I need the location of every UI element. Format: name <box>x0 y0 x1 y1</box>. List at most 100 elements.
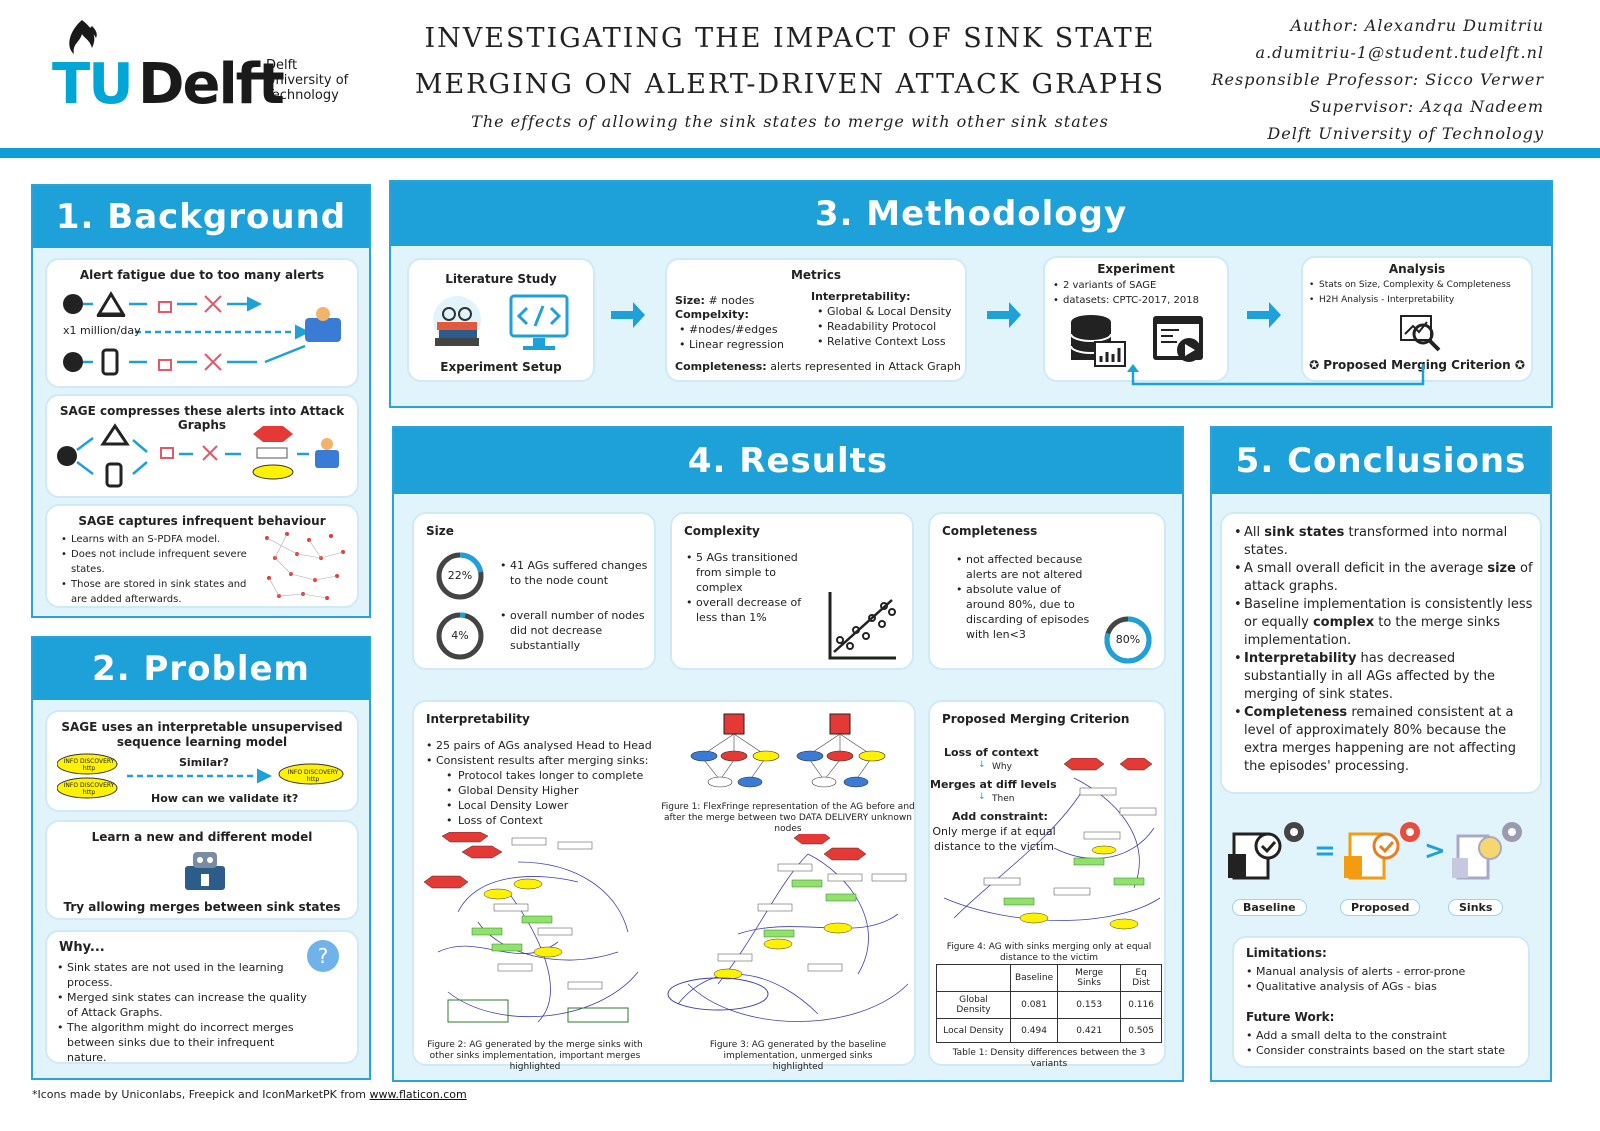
why-item: The algorithm might do incorrect merges … <box>57 1020 307 1065</box>
section-problem: 2. Problem SAGE uses an interpretable un… <box>31 636 371 1080</box>
future-work-title: Future Work: <box>1246 1010 1335 1024</box>
supervisor: Supervisor: Azqa Nadeem <box>1309 97 1544 116</box>
why-card: Why... ? Sink states are not used in the… <box>45 930 359 1064</box>
figure-4-graph <box>943 758 1161 930</box>
interpretability-sublist: Protocol takes longer to complete Global… <box>446 768 696 828</box>
why-label: Why <box>992 762 1012 772</box>
validate-label: How can we validate it? <box>151 792 299 805</box>
interpretability-title: Interpretability <box>426 712 530 726</box>
donut-completeness: 80% <box>1102 614 1154 666</box>
table-row: Global Density 0.081 0.153 0.116 <box>936 991 1162 1019</box>
analyst-icon <box>305 318 341 342</box>
limitation-item: Qualitative analysis of AGs - bias <box>1234 979 1465 994</box>
density-table: Baseline Merge Sinks Eq Dist Global Dens… <box>936 964 1162 1043</box>
interpretability-subitem: Loss of Context <box>446 813 696 828</box>
donut-ring <box>436 552 484 600</box>
complexity-card: Complexity 5 AGs transitioned from simpl… <box>670 512 914 670</box>
conclusions-body: All sink states transformed into normal … <box>1212 494 1550 1080</box>
add-constraint: Add constraint: <box>952 810 1048 823</box>
footer-credits: *Icons made by Uniconlabs, Freepick and … <box>32 1088 467 1101</box>
author-name: Author: Alexandru Dumitriu <box>1290 16 1544 35</box>
node-label: INFO DISCOVERY http <box>63 758 115 772</box>
question-icon: ? <box>307 940 339 972</box>
arrow-right-icon <box>1247 302 1281 328</box>
conclusions-title: 5. Conclusions <box>1212 428 1550 494</box>
phone-icon <box>101 348 119 376</box>
analysis-title: Analysis <box>1388 262 1446 276</box>
conclusion-item: All sink states transformed into normal … <box>1234 524 1536 560</box>
complexity-title: Complexity <box>684 524 760 538</box>
baseline-label: Baseline <box>1232 896 1307 916</box>
figure-1-caption: Figure 1: FlexFringe representation of t… <box>661 802 915 834</box>
conclusion-item: Baseline implementation is consistently … <box>1234 596 1536 650</box>
literature-title: Literature Study <box>445 272 557 286</box>
analysis-item: Stats on Size, Complexity & Completeness <box>1309 278 1533 293</box>
section-methodology: 3. Methodology Literature Study Experime… <box>389 180 1553 408</box>
alert-fatigue-card: Alert fatigue due to too many alerts <box>45 258 359 388</box>
size-label: Size: <box>675 294 705 307</box>
target-icon <box>204 295 222 313</box>
metric-completeness: Completeness: alerts represented in Atta… <box>675 360 961 373</box>
metrics-card: Metrics Size: # nodes Compelxity: #nodes… <box>665 258 967 382</box>
constraint-text: Only merge if at equal distance to the v… <box>932 825 1056 853</box>
conclusion-post: of attack graphs. <box>1244 561 1533 594</box>
experiment-title: Experiment <box>1097 262 1175 276</box>
new-model-footer: Try allowing merges between sink states <box>63 900 341 914</box>
completeness-label: Completeness: <box>675 360 767 373</box>
sage-compress-card: SAGE compresses these alerts into Attack… <box>45 394 359 498</box>
tudelft-logo: TU Delft Delft University of Technology <box>52 18 362 118</box>
alert-rate: x1 million/day <box>63 324 141 337</box>
authors: Author: Alexandru Dumitriu a.dumitriu-1@… <box>1212 12 1545 147</box>
donut-ring <box>1104 616 1152 664</box>
logo-delft: Delft <box>138 52 285 117</box>
figure-1-flexfringe <box>690 713 886 788</box>
complexity-label: Compelxity: <box>675 308 749 321</box>
conclusion-item: Completeness remained consistent at a le… <box>1234 704 1536 776</box>
flaticon-link[interactable]: www.flaticon.com <box>369 1088 467 1101</box>
experiment-item: 2 variants of SAGE <box>1053 278 1199 293</box>
experiment-list: 2 variants of SAGE datasets: CPTC-2017, … <box>1053 278 1199 308</box>
sequence-model-title: SAGE uses an interpretable unsupervised … <box>61 720 343 749</box>
conclusion-post: transformed into normal states. <box>1244 525 1508 558</box>
conclusion-post: remained consistent at a level of approx… <box>1244 705 1516 774</box>
future-work-item: Consider constraints based on the start … <box>1234 1043 1505 1058</box>
conclusions-card: All sink states transformed into normal … <box>1220 512 1542 794</box>
donut-label: 80% <box>1115 633 1141 646</box>
arrow-right-icon <box>611 302 645 328</box>
interpretability-item: Relative Context Loss <box>805 334 952 349</box>
robot-book-icon <box>185 852 225 890</box>
experiment-item: datasets: CPTC-2017, 2018 <box>1053 293 1199 308</box>
baseline-pill: Baseline <box>1232 899 1307 916</box>
literature-card: Literature Study Experiment Setup <box>407 258 595 382</box>
loss-of-context: Loss of context <box>944 746 1039 759</box>
merges-diff-levels: Merges at diff levels <box>930 778 1057 791</box>
table-header: Merge Sinks <box>1057 964 1122 992</box>
books-code-icon <box>433 294 569 350</box>
logo-tu: TU <box>52 52 134 117</box>
interpretability-item: Global & Local Density <box>805 304 952 319</box>
why-item: Merged sink states can increase the qual… <box>57 990 307 1020</box>
conclusion-post: has decreased substantially in all AGs a… <box>1244 651 1495 702</box>
section-results: 4. Results Size 22% 41 AGs suffered chan… <box>392 426 1184 1082</box>
infrequent-item: Those are stored in sink states and are … <box>61 577 247 607</box>
table-cell: 0.153 <box>1057 991 1122 1019</box>
table-header: Eq Dist <box>1120 964 1162 992</box>
conclusions-list: All sink states transformed into normal … <box>1234 524 1536 776</box>
logo-sub-2: University of <box>266 73 349 88</box>
interpretability-item: 25 pairs of AGs analysed Head to Head <box>426 738 696 753</box>
why-title: Why... <box>59 940 105 955</box>
arrow-down-icon: ↓ <box>978 792 986 802</box>
donut-label: 4% <box>451 629 469 642</box>
table-cell: 0.505 <box>1120 1018 1162 1043</box>
header-divider <box>0 148 1600 158</box>
author-email: a.dumitriu-1@student.tudelft.nl <box>1255 43 1544 62</box>
results-title: 4. Results <box>394 428 1182 494</box>
completeness-list: not affected because alerts are not alte… <box>956 552 1096 642</box>
compress-diagram <box>57 423 339 488</box>
completeness-item: not affected because alerts are not alte… <box>956 552 1096 582</box>
experiment-card: Experiment 2 variants of SAGE datasets: … <box>1043 256 1229 382</box>
size-item-1: 41 AGs suffered changes to the node coun… <box>500 558 650 588</box>
analysis-card: Analysis Stats on Size, Complexity & Com… <box>1301 256 1533 382</box>
table-cell: 0.081 <box>1009 991 1059 1019</box>
complexity-list: #nodes/#edges Linear regression <box>667 322 784 352</box>
